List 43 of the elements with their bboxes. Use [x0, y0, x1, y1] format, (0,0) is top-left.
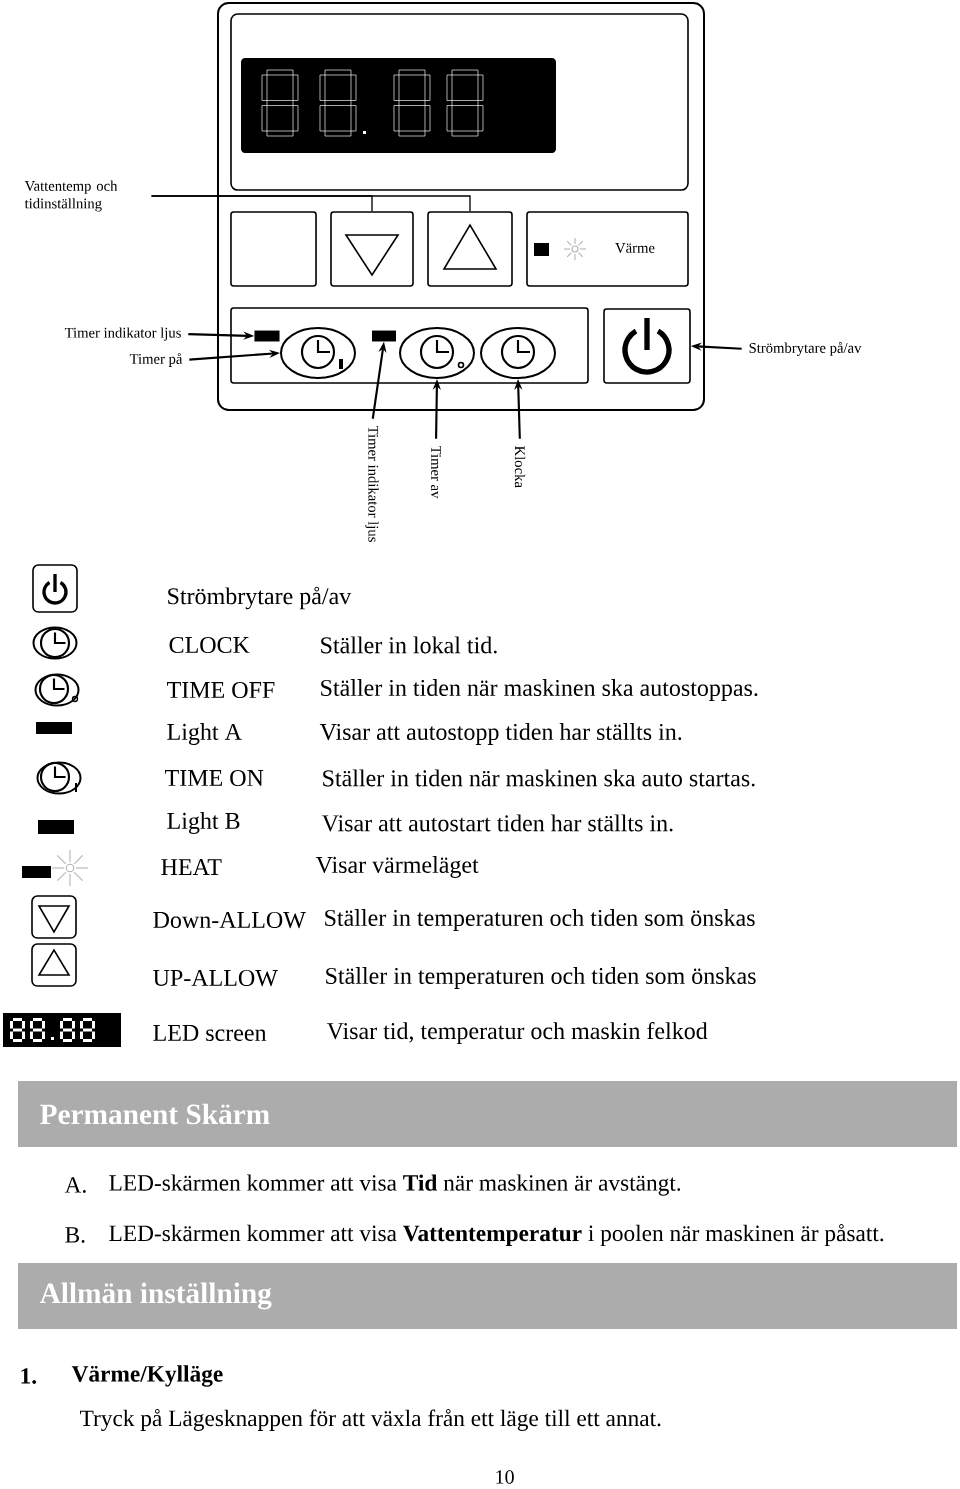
callout-text: Timer av — [431, 445, 441, 499]
callout-text: Strömbrytare på/av — [749, 342, 862, 356]
label-text: UP-ALLOW — [153, 969, 278, 987]
body-text: Tryck på Lägesknappen för att växla från ett läge till ett annat. — [80, 1409, 661, 1431]
body-text: LED-skärmen kommer att visa Tid när maskinen är avstängt. — [109, 1174, 681, 1196]
description-text: Visar tid, temperatur och maskin felkod — [326, 1022, 708, 1044]
label-text: HEAT — [161, 859, 222, 875]
label-text: TIME ON — [165, 769, 264, 787]
label-text: TIME OFF — [167, 681, 275, 699]
description-text: Ställer in tiden när maskinen ska auto startas. — [323, 769, 755, 787]
list-marker: A. — [64, 1177, 86, 1193]
subheading: Värme/Kylläge — [71, 1365, 223, 1387]
timer-on-button — [280, 327, 356, 379]
section-heading: Permanent Skärm — [18, 1081, 957, 1147]
description-text: Ställer in lokal tid. — [321, 636, 497, 654]
label-text: CLOCK — [169, 636, 250, 654]
page-number: 10 — [496, 1470, 514, 1484]
description-text: Visar att autostopp tiden har ställts in. — [319, 723, 682, 745]
label-text: Down-ALLOW — [153, 911, 306, 929]
callout-text: Klocka — [514, 446, 526, 488]
callout-text: Timer indikator ljus — [365, 425, 379, 542]
connector-line — [150, 195, 471, 212]
description-text: Visar värmeläget — [315, 856, 479, 878]
description-text: Ställer in tiden när maskinen ska autostoppas. — [321, 679, 758, 701]
description-text: Ställer in temperaturen och tiden som önskas — [326, 967, 756, 989]
section-heading: Allmän inställning — [18, 1263, 957, 1329]
timer-off-button — [399, 327, 475, 379]
description-text: Visar att autostart tiden har ställts in. — [321, 814, 673, 832]
label-text: Light A — [167, 723, 242, 745]
callout-text: Timer på — [129, 353, 183, 367]
blank-button — [230, 211, 317, 287]
callout-text: Timer indikator ljus — [64, 327, 181, 341]
label-text: Light B — [167, 812, 240, 834]
heat-indicator-box: Värme — [526, 211, 689, 287]
callout-text: Vattentemp och tidinställning — [24, 180, 118, 212]
down-button — [330, 211, 414, 287]
description-text: Ställer in temperaturen och tiden som önskas — [325, 909, 755, 931]
label-text: Strömbrytare på/av — [168, 586, 352, 610]
list-marker: 1. — [21, 1368, 37, 1384]
power-button — [603, 308, 691, 384]
label-text: LED screen — [153, 1025, 267, 1041]
up-button — [427, 211, 513, 287]
clock-button — [480, 327, 556, 379]
